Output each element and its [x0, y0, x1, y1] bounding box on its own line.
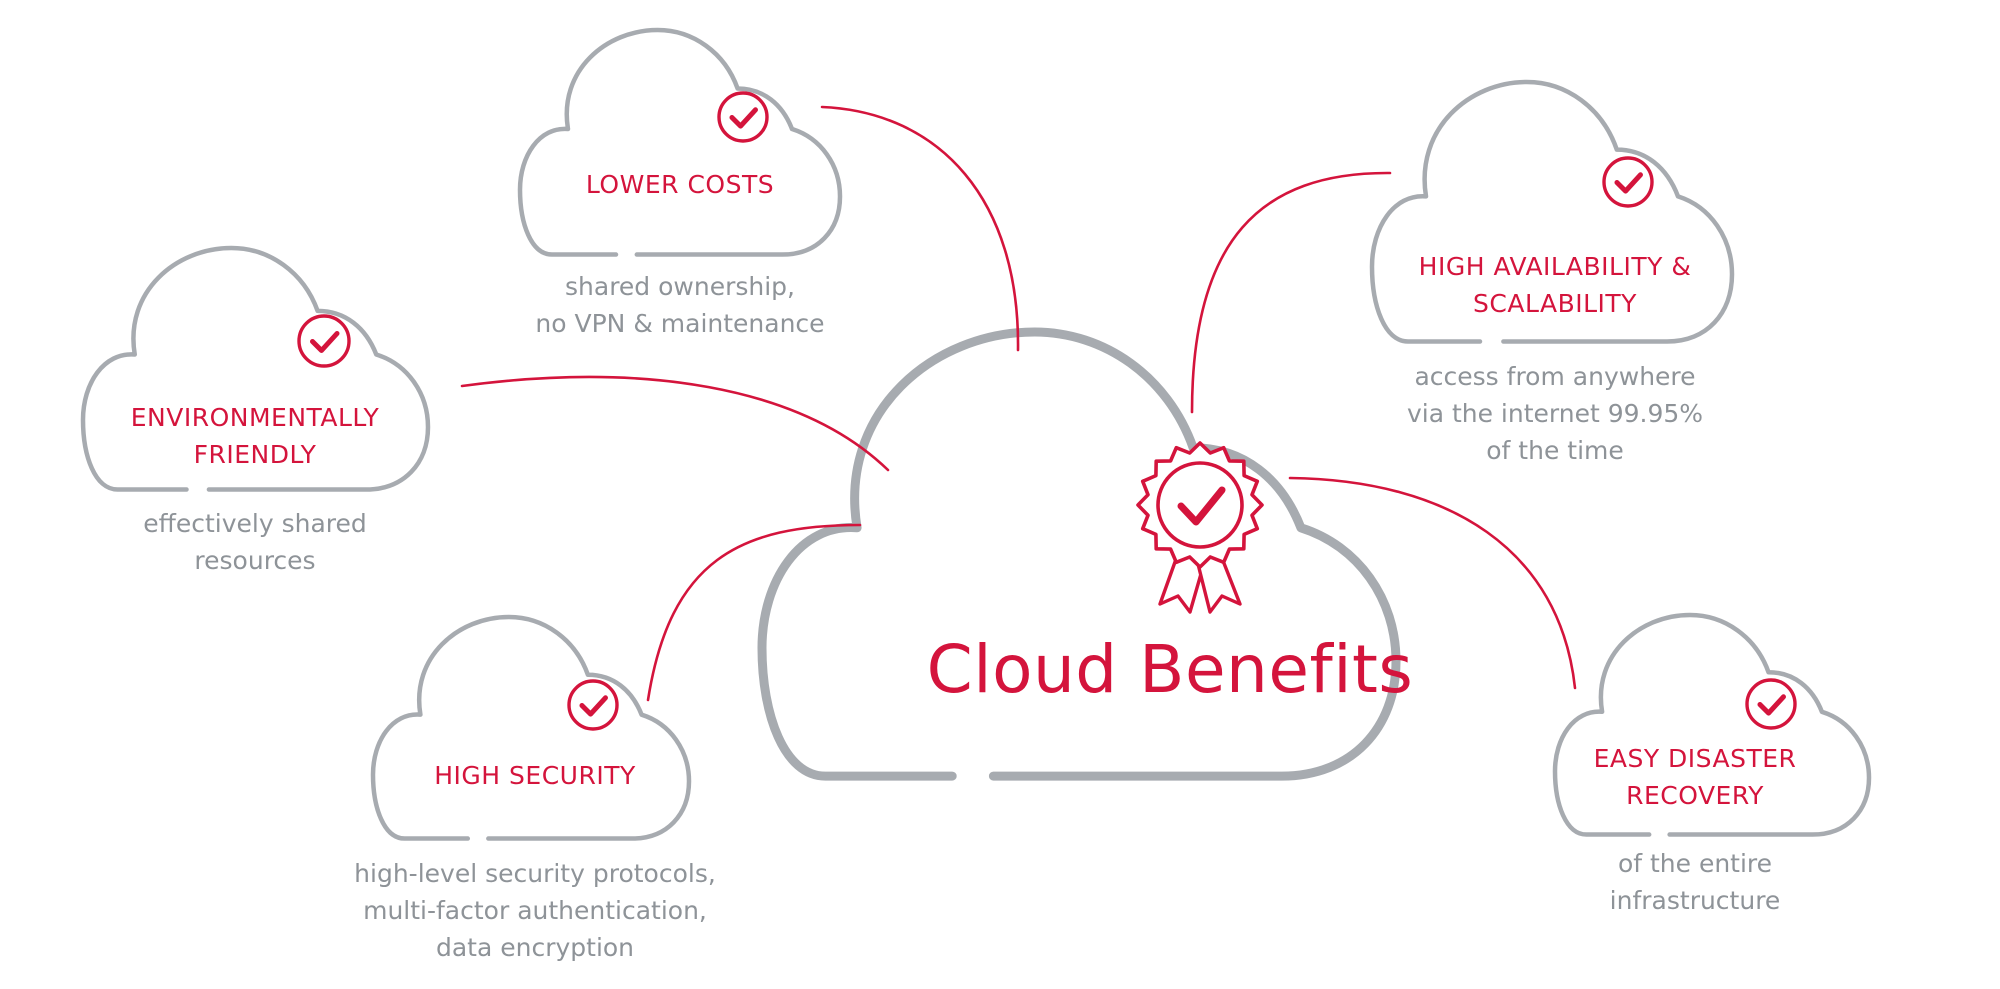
- benefit-label-high-security: HIGH SECURITY: [335, 757, 735, 794]
- cloud-outline-high-security: [373, 617, 689, 839]
- benefit-description-line: multi-factor authentication,: [363, 896, 707, 925]
- benefit-description-line: no VPN & maintenance: [535, 309, 825, 338]
- cloud-outline-environmentally-friendly: [83, 248, 428, 490]
- benefit-label-line: ENVIRONMENTALLY: [130, 403, 380, 432]
- connector-lower-costs: [820, 105, 1020, 352]
- central-cloud-outline: [762, 332, 1396, 776]
- check-circle-mark-icon: [579, 695, 608, 717]
- benefit-description-line: resources: [194, 546, 316, 575]
- benefit-description-line: of the time: [1486, 436, 1624, 465]
- benefit-label-line: RECOVERY: [1626, 781, 1764, 810]
- cloud-outline-easy-disaster-recovery: [1555, 615, 1869, 835]
- check-circle-icon: [567, 679, 619, 731]
- benefit-label-line: HIGH SECURITY: [434, 761, 636, 790]
- check-circle-icon: [1602, 156, 1654, 208]
- award-ribbon-right: [1195, 547, 1242, 614]
- benefit-description-high-availability: access from anywhere via the internet 99…: [1355, 358, 1755, 469]
- benefit-description-lower-costs: shared ownership, no VPN & maintenance: [480, 268, 880, 342]
- benefit-description-line: high-level security protocols,: [354, 859, 716, 888]
- benefit-label-line: LOWER COSTS: [585, 170, 775, 199]
- award-inner-ring: [1156, 461, 1244, 549]
- award-check-mark-icon: [1177, 486, 1226, 526]
- benefit-description-line: access from anywhere: [1414, 362, 1696, 391]
- check-circle-icon: [1745, 678, 1797, 730]
- connector-high-availability: [1190, 171, 1392, 414]
- award-ribbon-left: [1158, 547, 1207, 614]
- cloud-outline-lower-costs: [520, 30, 840, 255]
- benefit-description-easy-disaster-recovery: of the entire infrastructure: [1495, 845, 1895, 919]
- connector-high-security: [646, 523, 862, 702]
- benefit-label-line: EASY DISASTER: [1593, 744, 1797, 773]
- connector-easy-disaster-recovery: [1288, 476, 1577, 690]
- check-circle-mark-icon: [1757, 694, 1786, 716]
- benefit-description-line: shared ownership,: [565, 272, 795, 301]
- benefit-label-line: HIGH AVAILABILITY &: [1418, 252, 1692, 281]
- check-circle-mark-icon: [729, 107, 758, 129]
- check-circle-icon: [717, 91, 769, 143]
- benefit-label-line: FRIENDLY: [193, 440, 317, 469]
- benefit-description-high-security: high-level security protocols, multi-fac…: [310, 855, 760, 966]
- check-circle-mark-icon: [310, 331, 340, 353]
- benefit-description-line: data encryption: [435, 933, 635, 962]
- benefit-label-lower-costs: LOWER COSTS: [480, 166, 880, 203]
- diagram-title: Cloud Benefits: [926, 631, 1414, 708]
- award-rosette-icon: [1136, 441, 1264, 569]
- benefit-description-environmentally-friendly: effectively shared resources: [55, 505, 455, 579]
- check-circle-icon: [297, 314, 351, 368]
- benefit-description-line: infrastructure: [1609, 886, 1781, 915]
- check-circle-mark-icon: [1614, 172, 1643, 194]
- benefit-label-environmentally-friendly: ENVIRONMENTALLY FRIENDLY: [55, 399, 455, 473]
- benefit-label-line: SCALABILITY: [1473, 289, 1637, 318]
- benefit-description-line: via the internet 99.95%: [1406, 399, 1704, 428]
- benefit-description-line: effectively shared: [143, 509, 367, 538]
- connector-environmentally-friendly: [460, 375, 890, 472]
- benefit-label-easy-disaster-recovery: EASY DISASTER RECOVERY: [1495, 740, 1895, 814]
- benefit-description-line: of the entire: [1617, 849, 1773, 878]
- benefit-label-high-availability: HIGH AVAILABILITY & SCALABILITY: [1355, 248, 1755, 322]
- cloud-outline-high-availability: [1372, 82, 1732, 341]
